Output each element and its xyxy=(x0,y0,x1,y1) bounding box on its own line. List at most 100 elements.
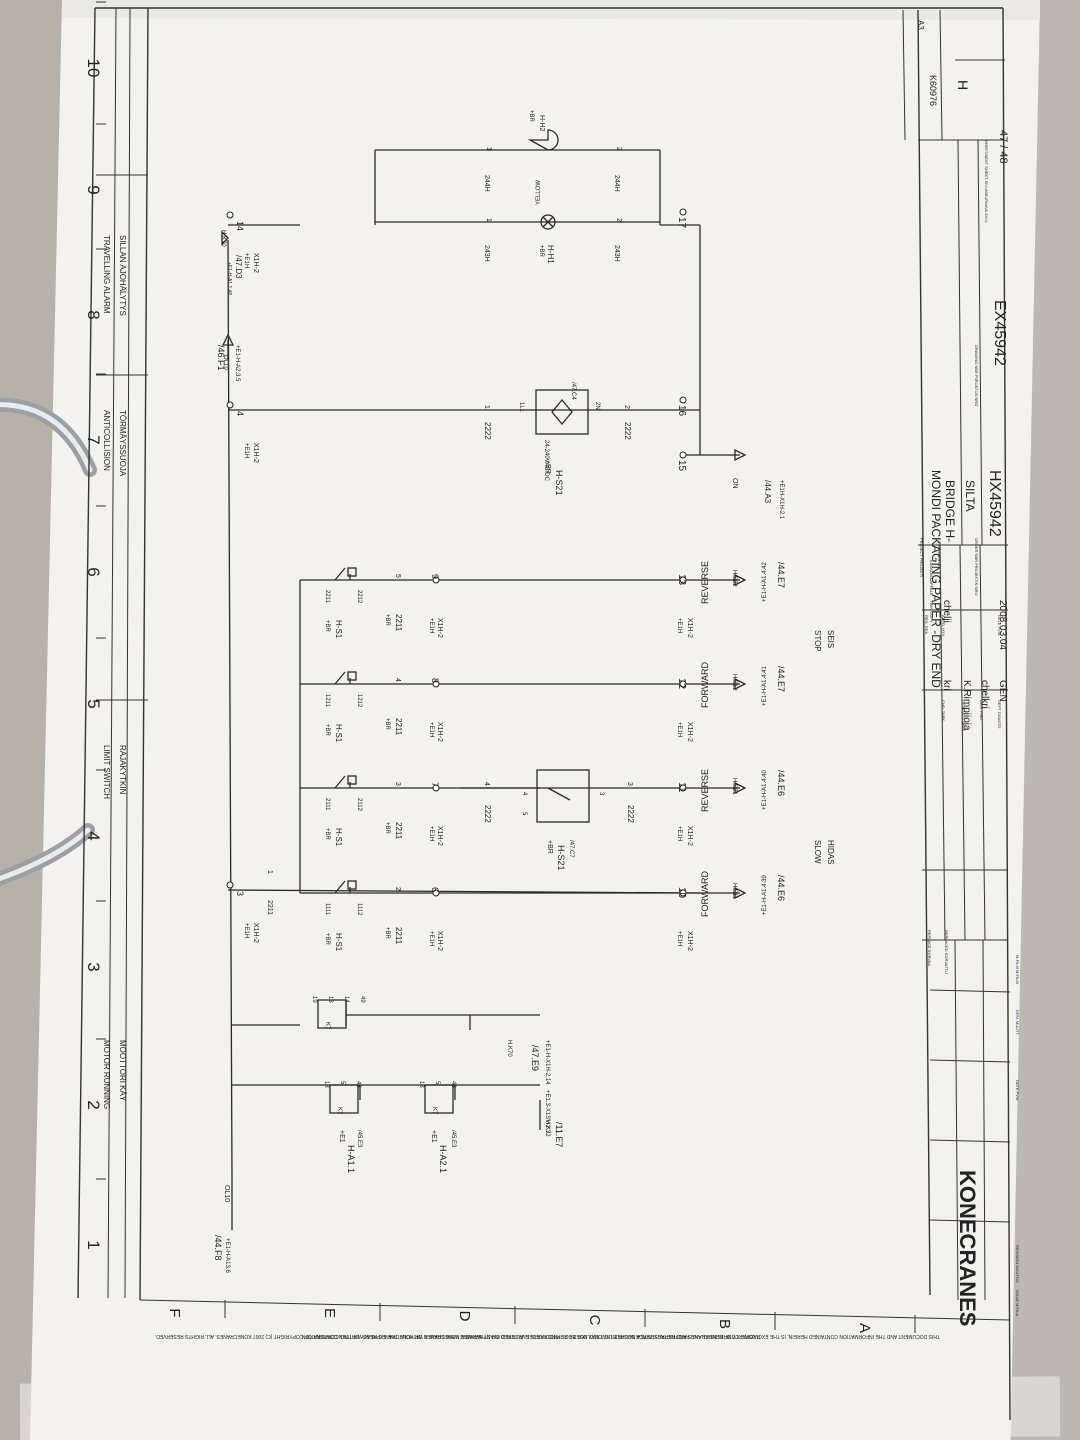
relay-pin: 48 xyxy=(450,1081,456,1088)
reference-sub: +E1-H-A1.1.48 xyxy=(226,262,232,295)
cable-label: 2211 xyxy=(266,900,273,915)
order-number: HX45942 xyxy=(986,470,1003,537)
wire-label: H.S12 xyxy=(731,674,737,691)
pin-label: 2 xyxy=(394,887,401,891)
cable-tag: +BR xyxy=(384,718,390,731)
checked-by: kri xyxy=(941,680,952,691)
sheet-number: 47 / 48 xyxy=(997,130,1009,164)
terminal-number: 6 xyxy=(430,887,440,892)
switch-name: H-S1 xyxy=(334,724,343,743)
section-subtitle: RAJAKYTKIN xyxy=(118,745,127,795)
terminal-strip: X1H-2 xyxy=(252,923,259,943)
pin-label: 3 xyxy=(394,782,401,786)
sensor-pin: 2N xyxy=(594,402,600,410)
anticollision-sensor xyxy=(535,389,589,435)
terminal-circle xyxy=(226,881,234,889)
reference-label: /46.F1 xyxy=(216,345,226,371)
terminal-strip: X1H-2 xyxy=(686,618,693,638)
terminal-number: 12 xyxy=(676,678,687,690)
wire-label: H.K70 xyxy=(220,230,226,247)
reference-label: /44.E6 xyxy=(776,770,786,796)
column-number: 9 xyxy=(84,185,103,194)
relay-pin: 13 xyxy=(327,996,333,1003)
sensor-name: H-S21 xyxy=(554,470,564,496)
terminal-tag: +E1H xyxy=(676,618,682,633)
reference-label: /44.E7 xyxy=(776,666,786,692)
terminal-circle xyxy=(226,401,234,409)
field-label: REG. REK. xyxy=(924,615,929,635)
lamp-tag: +BR xyxy=(538,245,544,258)
row-letter: D xyxy=(456,1311,473,1322)
relay-coil-label: K7 xyxy=(336,1107,342,1115)
horn-symbol xyxy=(527,129,559,151)
horn-name: H-H2 xyxy=(538,115,545,131)
reference-sub: +E1-H-X1H-2.14 xyxy=(544,1040,550,1085)
switch-tag: +BR xyxy=(546,840,553,854)
reference-label: /11.E7 xyxy=(554,1122,564,1147)
relay-tag: +E1 xyxy=(338,1130,345,1143)
designed-by: K.Rimpiioja xyxy=(961,680,972,731)
relay-pin: 19 xyxy=(311,996,317,1003)
arrow-marker xyxy=(734,781,747,795)
terminal-tag: +E1H xyxy=(428,618,434,633)
switch-tag: +BR xyxy=(324,724,330,737)
revision-column: M-FILM M-FILM xyxy=(1015,955,1020,984)
terminal-number: 15 xyxy=(676,460,687,472)
switch-contact xyxy=(334,880,351,894)
cable-label: 2222 xyxy=(626,805,635,823)
revision-column: ISSUE M.FILA xyxy=(1015,1290,1020,1316)
cable-label: 244H xyxy=(613,175,620,192)
switch-actuator xyxy=(347,880,357,890)
direction-label: REVERSE xyxy=(700,561,710,604)
terminal-circle xyxy=(226,211,234,219)
column-number: 2 xyxy=(84,1100,103,1109)
relay-sub: /45.E3 xyxy=(450,1130,456,1148)
sensor-ref: /47.C4 xyxy=(570,382,576,400)
horn-tag: +BR xyxy=(528,110,534,123)
cable-tag: +BR xyxy=(384,927,390,940)
relay-pin: 49 xyxy=(359,996,365,1003)
terminal-number: 9 xyxy=(430,574,440,579)
terminal-tag: +E1H xyxy=(243,443,249,458)
cable-label: 2211 xyxy=(394,614,403,632)
field-label: PROJECT PROJEKTI xyxy=(919,538,924,577)
column-number: 4 xyxy=(84,831,103,840)
switch-contact xyxy=(334,775,351,789)
cable-label: 2222 xyxy=(623,422,632,440)
department: GEN xyxy=(997,680,1008,702)
switch-pin: 2212 xyxy=(356,590,362,604)
drawing-title: SILTA xyxy=(963,480,977,512)
section-subtitle: TÖRMÄYSSUOJA xyxy=(118,410,127,477)
relay-pin: 18 xyxy=(323,1081,329,1088)
terminal-strip: X1H-2 xyxy=(436,618,443,638)
switch-pin: 1112 xyxy=(356,903,362,916)
terminal-tag: +E1H xyxy=(676,826,682,841)
speed-label: SEIS xyxy=(826,630,835,648)
terminal-strip: X1H-2 xyxy=(686,722,693,742)
reference-sub: +E1-H-A1.4.40 xyxy=(762,769,768,810)
relay-sub: /45.E3 xyxy=(356,1130,362,1148)
field-label: DRAWING NBR PIIRUSTUS NRO xyxy=(974,345,979,406)
field-label: APPD. HYV. xyxy=(941,615,946,637)
reference-label: /47.D3 xyxy=(234,255,243,279)
confidential-notice: THIS DOCUMENT AND THE INFORMATION CONTAI… xyxy=(155,1333,940,1339)
terminal-circle xyxy=(432,680,440,688)
terminal-number: 17 xyxy=(676,217,687,229)
terminal-number: 8 xyxy=(430,678,440,683)
pin-label: 2 xyxy=(623,405,630,409)
drawing-title: BRIDGE H- xyxy=(943,480,957,542)
section-title: MOTOR RUNNING xyxy=(102,1040,111,1109)
reference-label: /44.F8 xyxy=(213,1235,223,1261)
section-subtitle: MOOTTORI KÄY xyxy=(118,1040,127,1102)
terminal-number: 14 xyxy=(235,221,245,231)
sensor-symbol xyxy=(551,398,573,426)
relay-coil-label: K7 xyxy=(324,1022,330,1030)
switch-actuator xyxy=(347,775,357,785)
section-title: ANTICOLLISION xyxy=(102,410,111,471)
field-label: ORDER NBR PROJEKTIN NRO xyxy=(974,538,979,596)
company-logo: KONECRANES xyxy=(955,1170,980,1326)
property-notice: PROPERTY OF KONECRANES AND REPRESENTS A … xyxy=(301,1333,760,1339)
wire-label: H.S21 xyxy=(731,778,737,795)
terminal-number: 13 xyxy=(676,574,687,586)
relay-coil xyxy=(424,1084,454,1114)
